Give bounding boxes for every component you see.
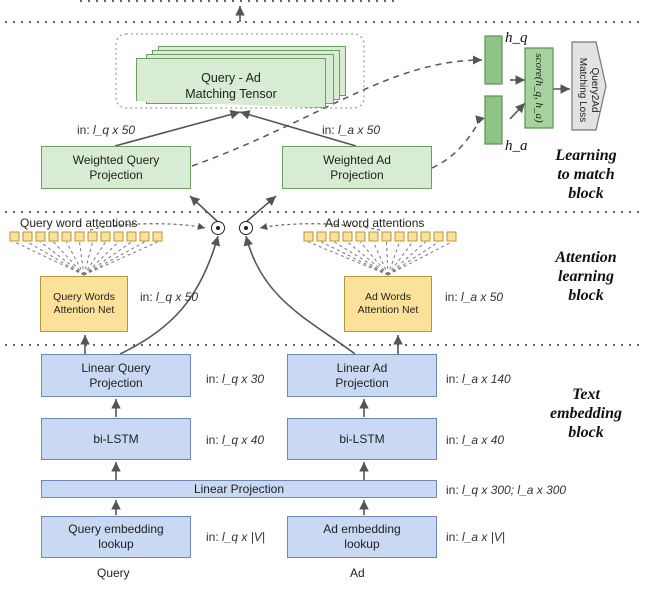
ad-attention-token (394, 231, 405, 242)
bilstm-query: bi-LSTM (41, 418, 191, 460)
query-attention-fan-line (53, 241, 85, 276)
query-attention-fan-line (83, 241, 132, 276)
ad-attention-fan-line (386, 241, 389, 276)
query-attention-fan-line (83, 241, 119, 276)
ad-attention-fan-line (387, 241, 413, 276)
dim-attention-query: in: l_q x 50 (140, 290, 199, 304)
query-attention-fan-line (66, 241, 85, 276)
query-attention-token (61, 231, 72, 242)
query-attention-fan-line (83, 241, 158, 276)
weighted-query-projection: Weighted Query Projection (41, 146, 191, 189)
query-attention-fan-line (79, 241, 85, 276)
weighted-ad-projection: Weighted Ad Projection (282, 146, 432, 189)
ad-attention-token (355, 231, 366, 242)
query-embedding-lookup: Query embedding lookup (41, 516, 191, 558)
matching-loss-label: Query2Ad Matching Loss (577, 57, 600, 123)
text-embedding-block-title: Text embedding block (550, 386, 622, 441)
dim-bilstm-query: in: l_q x 40 (206, 433, 265, 447)
query-attention-token (100, 231, 111, 242)
query-attention-token (48, 231, 59, 242)
linear-ad-projection: Linear Ad Projection (287, 354, 437, 397)
ad-attention-token (407, 231, 418, 242)
ad-attention-fan-line (308, 241, 389, 276)
ad-attention-token (381, 231, 392, 242)
query-attention-token (22, 231, 33, 242)
learning-to-match-block-title: Learning to match block (555, 147, 617, 202)
ad-words-attention-net: Ad Words Attention Net (344, 276, 432, 332)
dim-linear-ad: in: l_a x 140 (446, 372, 511, 386)
dim-embed-ad: in: l_a x |V| (446, 530, 505, 544)
matching-tensor-label: Query - Ad Matching Tensor (185, 71, 277, 101)
query-attention-fan-line (14, 241, 85, 276)
ad-attention-fan-line (387, 241, 426, 276)
dim-attention-ad: in: l_a x 50 (445, 290, 504, 304)
ad-attention-fan-line (360, 241, 389, 276)
query-attention-fan-line (40, 241, 85, 276)
ha-label: h_a (505, 138, 528, 154)
query-attention-token (35, 231, 46, 242)
linear-query-projection: Linear Query Projection (41, 354, 191, 397)
linear-projection: Linear Projection (41, 480, 437, 498)
query-attention-fan-line (83, 241, 145, 276)
ad-input-label: Ad (350, 566, 365, 580)
query-weighting-operator-icon (211, 221, 225, 235)
query-attention-fan-line (27, 241, 85, 276)
ad-attention-token (420, 231, 431, 242)
dim-embed-query: in: l_q x |V| (206, 530, 265, 544)
ad-word-attentions-label: Ad word attentions (325, 216, 425, 230)
ad-attention-fan-line (334, 241, 389, 276)
ad-embedding-lookup: Ad embedding lookup (287, 516, 437, 558)
ad-attention-fan-line (373, 241, 389, 276)
dim-linear-query: in: l_q x 30 (206, 372, 265, 386)
ad-attention-token (368, 231, 379, 242)
ad-weighting-operator-icon (239, 221, 253, 235)
dim-linear-projection: in: l_q x 300; l_a x 300 (446, 483, 567, 497)
query-attention-token (9, 231, 20, 242)
query-attention-token (113, 231, 124, 242)
dim-bilstm-ad: in: l_a x 40 (446, 433, 505, 447)
ad-attention-token (329, 231, 340, 242)
query-attention-token (74, 231, 85, 242)
ad-attention-token (342, 231, 353, 242)
hq-label: h_q (505, 30, 528, 46)
score-label: score(h_q, h_a) (533, 53, 545, 123)
ad-attention-fan-line (347, 241, 389, 276)
query-attention-token (152, 231, 163, 242)
dim-weighted-query: in: l_q x 50 (77, 123, 136, 137)
bilstm-ad: bi-LSTM (287, 418, 437, 460)
ad-attention-token (446, 231, 457, 242)
attention-learning-block-title: Attention learning block (555, 249, 617, 304)
dim-weighted-ad: in: l_a x 50 (322, 123, 381, 137)
ad-attention-token (316, 231, 327, 242)
query-word-attentions-label: Query word attentions (20, 216, 138, 230)
query-words-attention-net: Query Words Attention Net (40, 276, 128, 332)
query-attention-token (87, 231, 98, 242)
query-input-label: Query (97, 566, 130, 580)
query-attention-token (126, 231, 137, 242)
ad-attention-fan-line (321, 241, 389, 276)
ad-attention-fan-line (387, 241, 439, 276)
query-attention-fan-line (83, 241, 106, 276)
ad-attention-token (303, 231, 314, 242)
ad-attention-token (433, 231, 444, 242)
query-attention-token (139, 231, 150, 242)
